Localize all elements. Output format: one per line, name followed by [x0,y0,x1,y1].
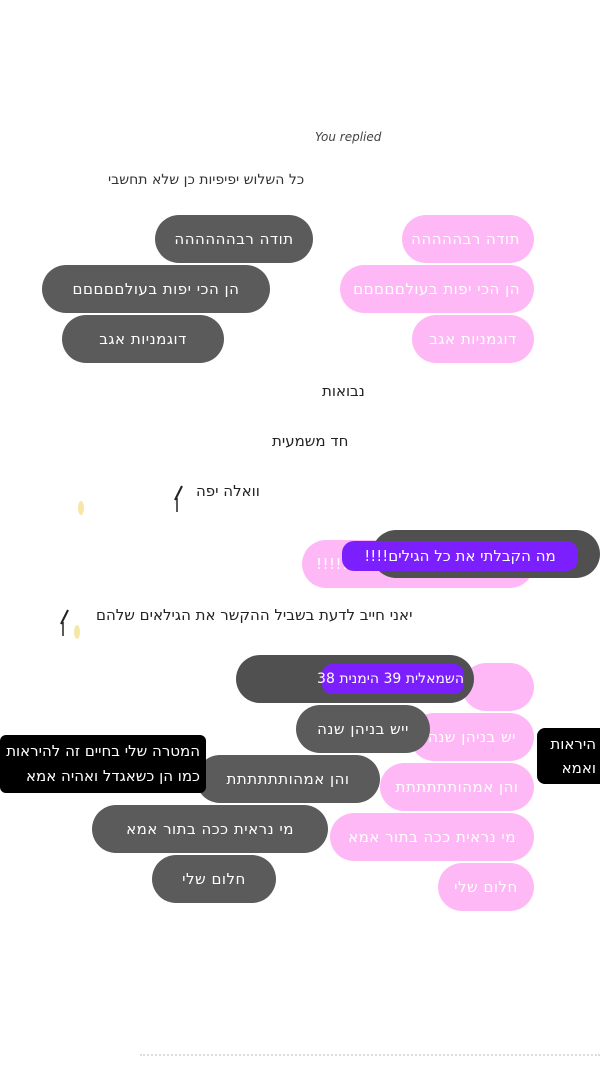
message-bubble-pink[interactable]: יש בניהן שנה [410,713,534,761]
reply-quote: כל השלוש יפיפיות כן שלא תחשבי [108,172,305,188]
replied-label: You replied [315,130,382,144]
sticker-icon [174,485,183,512]
divider [140,1054,600,1058]
sticker-dot-icon [78,501,84,515]
message-bubble-pink[interactable]: מי נראית ככה בתור אמא [330,813,534,861]
message-bubble-gray[interactable]: תודה רבהההההה [155,215,313,263]
message-bubble-pink[interactable]: חלום שלי [438,863,534,911]
message-bubble-pink[interactable]: דוגמניות אגב [412,315,534,363]
caption-line: היראות [550,735,596,753]
caption-line: כמו הן כשאגדל ואהיה אמא [26,767,200,785]
message-bubble-gray[interactable]: מי נראית ככה בתור אמא [92,805,328,853]
highlighted-question[interactable]: מה הקבלתי את כל הגילים!!!! [342,541,578,571]
caption-box-right: היראות ואמא [537,728,600,784]
message-bubble-gray[interactable]: הן הכי יפות בעולםםםםם [42,265,270,313]
message-bubble-gray[interactable]: דוגמניות אגב [62,315,224,363]
sticker-dot-icon [74,625,80,639]
caption-line: ואמא [561,759,596,777]
message-bubble-gray[interactable]: ייש בניהן שנה [296,705,430,753]
message-text: יאני חייב לדעת בשביל ההקשר את הגילאים של… [96,606,413,624]
caption-line: המטרה שלי בחיים זה להיראות [6,742,200,760]
sticker-icon [60,609,69,636]
highlighted-ages[interactable]: השמאלית 39 הימנית 38 [317,664,464,694]
message-text: וואלה יפה [196,482,260,500]
message-bubble-pink[interactable]: תודה רבההההה [402,215,534,263]
message-bubble-pink[interactable]: והן אמהותתתתתת [380,763,534,811]
message-text: נבואות [322,382,365,400]
message-bubble-pink[interactable]: הן הכי יפות בעולםםםםם [340,265,534,313]
caption-box-left: המטרה שלי בחיים זה להיראות כמו הן כשאגדל… [0,735,206,793]
message-bubble-gray[interactable]: חלום שלי [152,855,276,903]
message-text: חד משמעית [272,432,349,450]
message-bubble-pink[interactable] [462,663,534,711]
message-bubble-gray[interactable]: והן אמהותתתתתת [196,755,380,803]
